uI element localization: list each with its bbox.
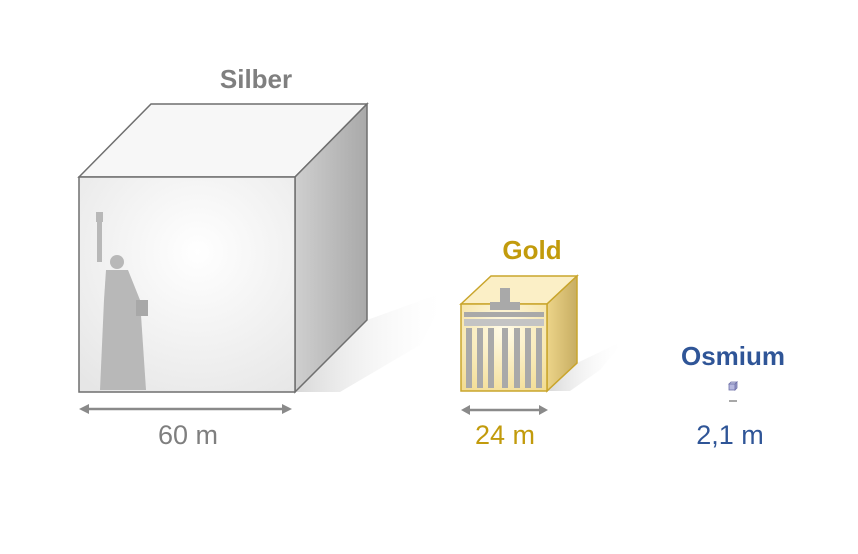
silver-label: Silber <box>220 64 292 94</box>
gold-size: 24 m <box>475 420 535 450</box>
brandenburg-gate-icon <box>464 288 544 388</box>
gold-shadow <box>547 340 625 391</box>
silver-cube: Silber 60 m <box>77 64 450 450</box>
silver-size: 60 m <box>158 420 218 450</box>
osmium-size: 2,1 m <box>696 420 764 450</box>
gold-label: Gold <box>502 235 561 265</box>
osmium-cube: Osmium 2,1 m <box>681 341 785 450</box>
osmium-label: Osmium <box>681 341 785 371</box>
gold-cube: Gold 24 m <box>459 235 625 450</box>
statue-of-liberty-icon <box>96 212 148 390</box>
silver-shadow <box>295 290 450 392</box>
